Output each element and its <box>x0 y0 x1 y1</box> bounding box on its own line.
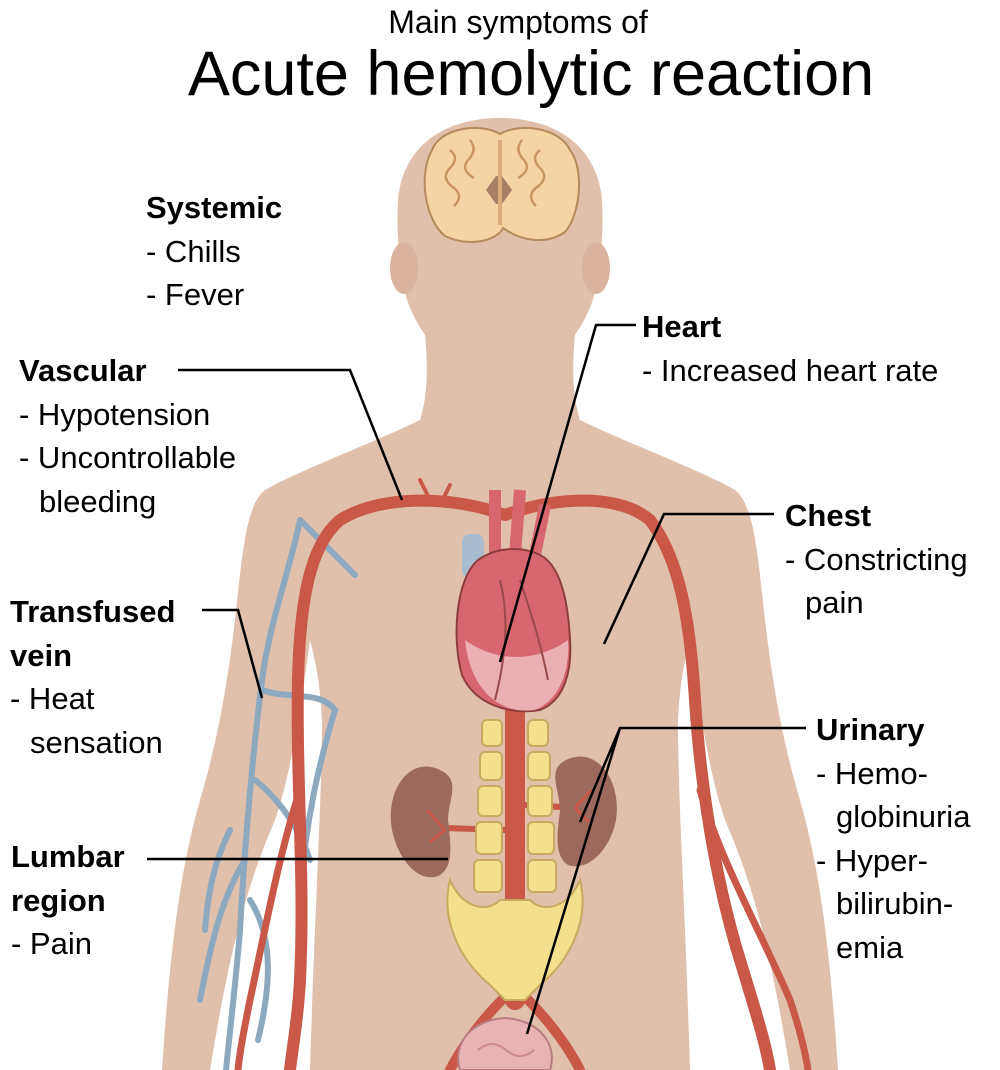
label-heading: region <box>11 882 106 918</box>
symptom-item: - Fever <box>146 277 245 312</box>
symptom-item: - Hemo- <box>816 755 928 791</box>
symptom-item-continued: sensation <box>30 724 163 760</box>
brain-icon <box>423 127 581 243</box>
symptom-item: - Uncontrollable <box>19 440 237 475</box>
symptom-item: - Increased heart rate <box>642 352 939 388</box>
leader-chest <box>602 512 774 645</box>
spine-icon <box>446 719 584 1001</box>
symptom-item: - Heat <box>10 681 95 716</box>
left-ear <box>390 242 418 294</box>
label-lumbar-region: Lumbar region - Pain <box>11 835 125 966</box>
label-systemic: Systemic - Chills - Fever <box>146 186 282 317</box>
heart-icon <box>455 489 572 713</box>
symptom-item-continued: bilirubin- <box>836 886 954 921</box>
leader-vascular <box>178 368 404 501</box>
label-heading: Vascular <box>19 353 147 388</box>
label-heading: vein <box>10 637 73 673</box>
symptom-item-continued: bleeding <box>39 483 157 519</box>
figure-super-title: Main symptoms of <box>388 4 648 40</box>
leader-urinary <box>525 726 806 1035</box>
symptom-item: - Hyper- <box>816 842 928 878</box>
label-heading: Chest <box>785 498 872 533</box>
symptom-item-continued: globinuria <box>836 799 971 834</box>
symptom-item: - Pain <box>11 926 92 961</box>
label-heart: Heart - Increased heart rate <box>642 305 938 392</box>
right-ear <box>582 242 610 294</box>
label-heading: Urinary <box>816 712 925 747</box>
symptom-item-continued: emia <box>836 929 904 965</box>
label-heading: Heart <box>642 309 722 344</box>
symptom-item: - Chills <box>146 233 241 269</box>
label-heading: Transfused <box>10 594 176 629</box>
label-transfused-vein: Transfused vein - Heat sensation <box>10 590 175 764</box>
symptom-item: - Hypotension <box>19 396 211 432</box>
kidney-icon <box>390 756 617 878</box>
label-heading: Systemic <box>146 190 283 225</box>
leader-transfused-vein <box>202 608 264 699</box>
label-chest: Chest - Constricting pain <box>785 494 968 625</box>
symptom-item: - Constricting <box>785 541 968 577</box>
label-vascular: Vascular - Hypotension - Uncontrollable … <box>19 349 236 523</box>
label-urinary: Urinary - Hemo- globinuria - Hyper- bili… <box>816 708 970 969</box>
leader-lines <box>147 323 806 1035</box>
label-heading: Lumbar <box>11 839 125 874</box>
figure-main-title: Acute hemolytic reaction <box>187 39 875 109</box>
leader-heart <box>498 323 636 663</box>
symptom-item-continued: pain <box>805 585 864 620</box>
